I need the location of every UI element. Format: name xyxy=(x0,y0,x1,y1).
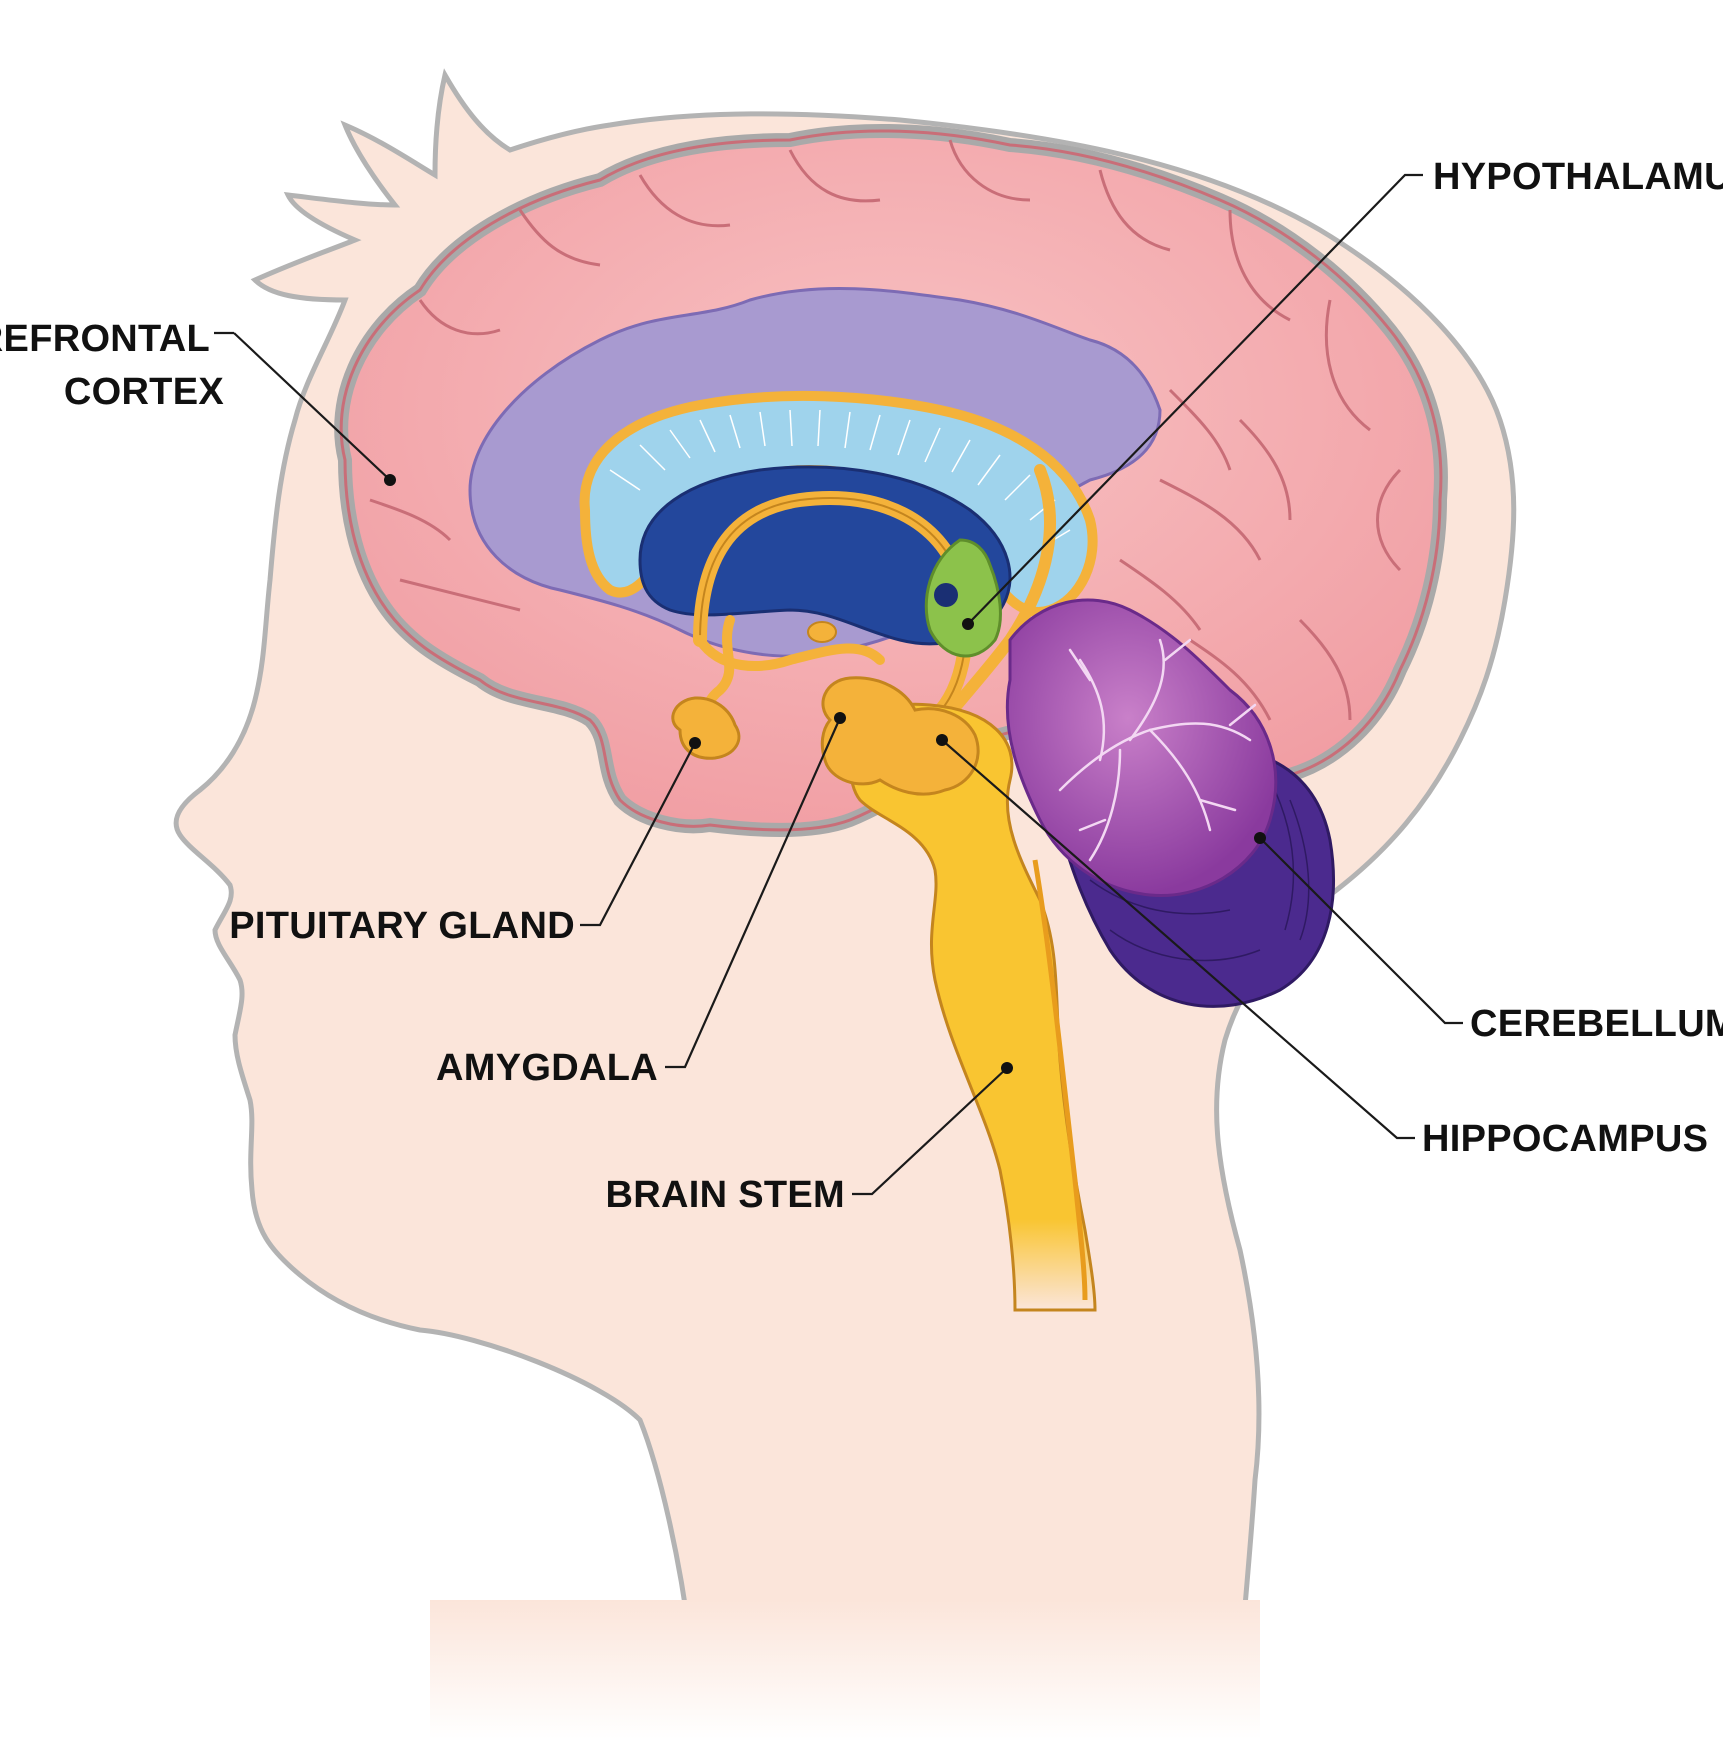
label-amygdala: AMYGDALA xyxy=(436,1047,658,1089)
label-brain-stem: BRAIN STEM xyxy=(606,1174,845,1216)
label-pituitary-gland: PITUITARY GLAND xyxy=(229,905,575,947)
cortex-outline xyxy=(339,129,1443,832)
brain-stem xyxy=(847,702,1097,1312)
dot-hippocampus xyxy=(936,734,948,746)
hypothalamus-shape xyxy=(924,538,1002,658)
label-prefrontal-line2: CORTEX xyxy=(64,371,224,413)
mammillary-body xyxy=(807,621,837,643)
corpus-callosum xyxy=(579,390,1098,746)
limbic-connector xyxy=(695,635,885,671)
leader-hypothalamus xyxy=(967,173,1423,625)
label-cerebellum: CEREBELLUM xyxy=(1470,1003,1723,1045)
leader-prefrontal xyxy=(233,332,391,481)
dot-brain-stem xyxy=(1001,1062,1013,1074)
dot-cerebellum xyxy=(1254,832,1266,844)
labels: PREFRONTAL CORTEX HYPOTHALAMUS PITUITARY… xyxy=(0,156,1723,1216)
label-hypothalamus: HYPOTHALAMUS xyxy=(1433,156,1723,198)
dot-hypothalamus xyxy=(962,618,974,630)
leader-hippocampus xyxy=(941,739,1415,1140)
leader-lines xyxy=(214,173,1463,1196)
dot-amygdala xyxy=(834,712,846,724)
leader-pituitary xyxy=(580,742,696,927)
label-hippocampus: HIPPOCAMPUS xyxy=(1422,1118,1708,1160)
brain-stem-shape xyxy=(847,702,1097,1312)
brain-stem-ridge xyxy=(1032,859,1088,1301)
leader-brain-stem xyxy=(852,1067,1008,1196)
leader-amygdala xyxy=(665,717,842,1069)
hippocampus-shape xyxy=(820,676,980,796)
neck-fade xyxy=(430,1600,1260,1739)
leader-cerebellum xyxy=(1259,837,1463,1025)
cerebellum xyxy=(1005,598,1335,1008)
hypothalamus xyxy=(924,538,1002,658)
cortex-gyri xyxy=(369,139,1402,721)
dot-pituitary xyxy=(689,737,701,749)
dot-prefrontal xyxy=(384,474,396,486)
arbor-vitae xyxy=(1058,638,1257,862)
hypothalamus-nucleus xyxy=(934,583,958,607)
label-prefrontal-line1: PREFRONTAL xyxy=(0,318,210,360)
